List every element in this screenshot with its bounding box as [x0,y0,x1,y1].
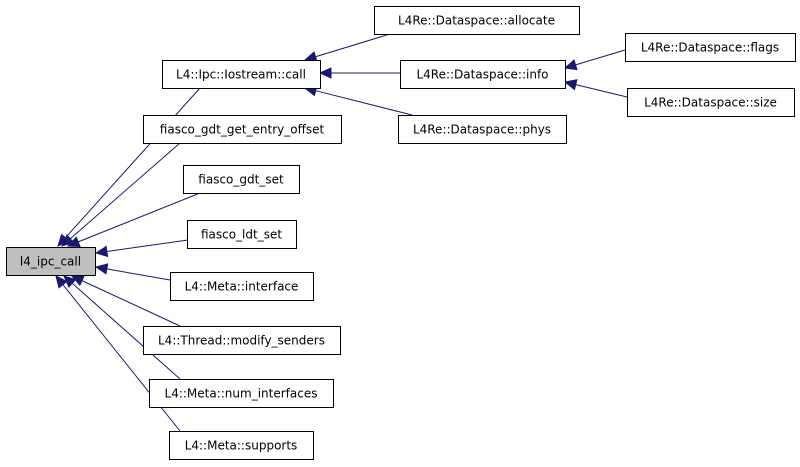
edge-ds_allocate-to-iostream_call [303,33,391,63]
node-ds_size[interactable]: L4Re::Dataspace::size [627,88,795,117]
edge-line [69,142,181,240]
arrowhead-icon [318,67,332,79]
node-box [143,326,341,355]
node-box [187,220,297,249]
node-box [6,247,96,276]
node-label: L4Re::Dataspace::flags [641,41,779,55]
node-box [170,272,314,301]
edge-meta_interface-to-l4_ipc_call [94,263,171,281]
edge-ds_size-to-ds_info [563,79,628,98]
node-box [169,431,314,460]
edge-line [81,280,181,327]
arrowhead-icon [94,245,109,258]
edges-layer [55,33,628,432]
node-ds_phys[interactable]: L4Re::Dataspace::phys [398,115,567,144]
edge-iostream_call-to-l4_ipc_call [57,87,201,247]
node-label: L4Re::Dataspace::size [644,96,777,110]
node-box [627,88,795,117]
nodes-layer: l4_ipc_call L4::Ipc::Iostream::callfiasco… [6,6,796,460]
edge-line [78,192,201,243]
edge-ds_flags-to-ds_info [563,49,626,71]
node-label: fiasco_gdt_get_entry_offset [160,123,325,137]
node-ds_flags[interactable]: L4Re::Dataspace::flags [625,33,796,62]
node-box [183,165,300,194]
edge-gdt_set-to-l4_ipc_call [66,192,201,248]
node-box [398,115,567,144]
node-gdt_get_entry_offset[interactable]: fiasco_gdt_get_entry_offset [143,115,342,144]
node-label: L4Re::Dataspace::info [416,68,548,82]
node-label: L4::Thread::modify_senders [158,334,325,348]
node-iostream_call[interactable]: L4::Ipc::Iostream::call [162,60,321,89]
edge-line [106,239,189,252]
node-gdt_set[interactable]: fiasco_gdt_set [183,165,300,194]
edge-ds_phys-to-iostream_call [303,85,413,116]
edge-line [106,268,171,281]
node-ds_info[interactable]: L4Re::Dataspace::info [400,60,566,89]
edge-line [64,87,201,239]
edge-ldt_set-to-l4_ipc_call [94,239,189,258]
edge-line [62,284,181,432]
edge-line [575,49,626,66]
arrowhead-icon [563,59,578,71]
node-ldt_set[interactable]: fiasco_ldt_set [187,220,297,249]
node-ds_allocate[interactable]: L4Re::Dataspace::allocate [374,6,580,35]
node-meta_num_interfaces[interactable]: L4::Meta::num_interfaces [149,379,334,408]
node-box [400,60,566,89]
edge-ds_info-to-iostream_call [318,67,400,79]
node-meta_supports[interactable]: L4::Meta::supports [169,431,314,460]
arrowhead-icon [563,79,578,91]
node-l4_ipc_call[interactable]: l4_ipc_call [6,247,96,276]
node-box [143,115,342,144]
node-label: L4Re::Dataspace::phys [413,123,551,137]
edge-line [71,282,181,380]
arrowhead-icon [55,275,68,289]
node-label: fiasco_ldt_set [201,228,282,242]
edge-gdt_get_entry_offset-to-l4_ipc_call [61,142,181,247]
node-label: L4::Meta::interface [185,280,299,294]
arrowhead-icon [70,275,85,287]
node-box [149,379,334,408]
arrowhead-icon [66,236,81,248]
node-label: fiasco_gdt_set [198,173,284,187]
node-label: L4Re::Dataspace::allocate [398,14,555,28]
node-label: L4::Meta::supports [185,439,298,453]
node-label: l4_ipc_call [20,255,81,269]
edge-line [315,90,413,116]
edge-line [575,84,628,98]
node-box [374,6,580,35]
node-box [625,33,796,62]
arrowhead-icon [94,263,109,275]
node-meta_interface[interactable]: L4::Meta::interface [170,272,314,301]
edge-line [315,33,391,58]
node-label: L4::Ipc::Iostream::call [176,68,306,82]
node-thread_modify_senders[interactable]: L4::Thread::modify_senders [143,326,341,355]
node-label: L4::Meta::num_interfaces [165,387,318,401]
edge-thread_modify_senders-to-l4_ipc_call [70,275,181,327]
node-box [162,60,321,89]
